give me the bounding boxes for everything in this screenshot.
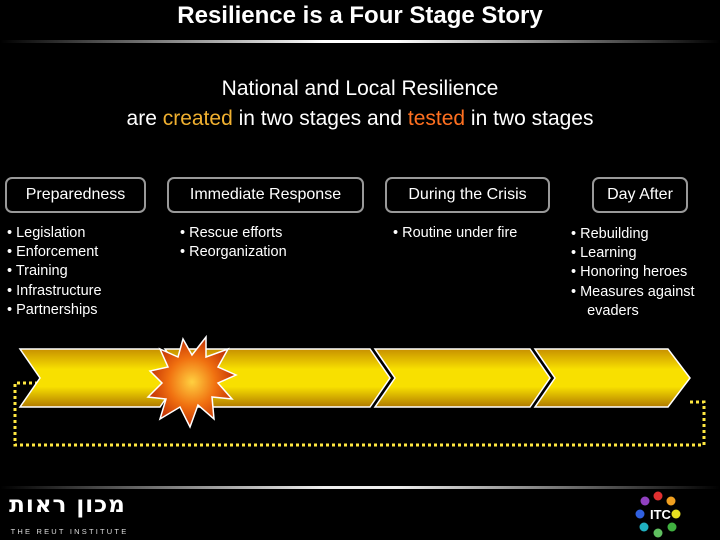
list-item: • Honoring heroes xyxy=(571,264,688,281)
bottom-divider xyxy=(0,486,720,489)
list-item: evaders xyxy=(571,302,639,319)
itc-logo-label: ITC xyxy=(650,507,671,522)
preparedness-bullets: • Legislation • Enforcement • Training •… xyxy=(7,224,102,320)
subtitle-tested-word: tested xyxy=(407,107,466,130)
stage-box-preparedness: Preparedness xyxy=(5,177,146,213)
itc-logo-icon xyxy=(635,491,681,538)
list-item: • Measures against xyxy=(571,283,695,300)
chevron-segment-during-crisis xyxy=(373,348,551,408)
stage-box-immediate-response: Immediate Response xyxy=(167,177,364,213)
during-crisis-bullets: • Routine under fire xyxy=(393,224,517,243)
subtitle-pre: are xyxy=(126,107,163,130)
day-after-bullets: • Rebuilding • Learning • Honoring heroe… xyxy=(571,225,695,321)
list-item: • Rescue efforts xyxy=(180,225,283,241)
list-item: • Routine under fire xyxy=(393,225,518,241)
subtitle-line-2: are created in two stages and tested in … xyxy=(0,104,720,134)
reut-logo-english: THE REUT INSTITUTE xyxy=(10,527,129,536)
list-item: • Reorganization xyxy=(180,244,287,261)
list-item: • Legislation xyxy=(7,225,86,241)
list-item: • Training xyxy=(7,263,68,280)
slide-title: Resilience is a Four Stage Story xyxy=(177,2,543,29)
stage-box-during-crisis: During the Crisis xyxy=(385,177,550,213)
slide-subtitle: National and Local Resilience are create… xyxy=(0,74,720,134)
list-item: • Rebuilding xyxy=(571,226,649,242)
list-item: • Enforcement xyxy=(7,244,99,261)
chevron-segment-day-after xyxy=(533,348,691,408)
subtitle-mid: in two stages and xyxy=(232,107,408,130)
top-divider xyxy=(0,40,720,43)
timeline-arrow-graphic xyxy=(13,335,706,447)
stage-box-day-after: Day After xyxy=(592,177,688,213)
list-item: • Infrastructure xyxy=(7,282,102,299)
reut-logo-hebrew: מכון ראות xyxy=(9,492,126,518)
immediate-response-bullets: • Rescue efforts • Reorganization xyxy=(180,224,287,262)
subtitle-created-word: created xyxy=(162,107,233,130)
subtitle-line-1: National and Local Resilience xyxy=(221,77,499,100)
explosion-icon xyxy=(146,335,238,429)
list-item: • Learning xyxy=(571,245,637,262)
subtitle-post: in two stages xyxy=(465,107,594,130)
list-item: • Partnerships xyxy=(7,301,98,318)
